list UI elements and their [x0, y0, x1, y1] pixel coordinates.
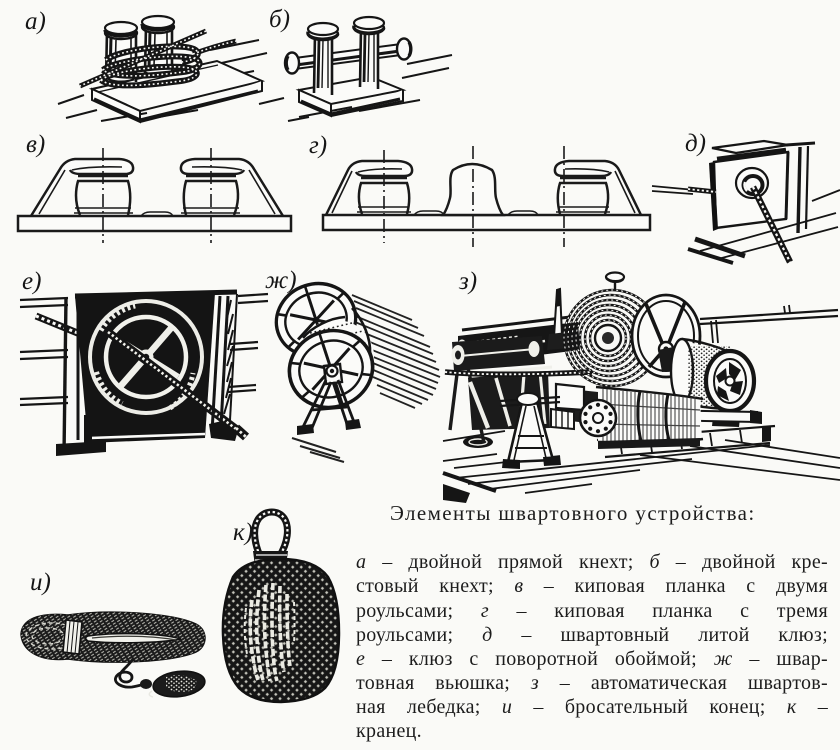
svg-text:а): а) [25, 8, 46, 35]
svg-text:к): к) [233, 519, 253, 546]
svg-text:е): е) [22, 268, 41, 295]
svg-text:и): и) [30, 569, 51, 596]
svg-text:б): б) [269, 6, 290, 33]
svg-text:з): з) [458, 268, 477, 295]
svg-text:ж): ж) [265, 267, 297, 294]
svg-text:г): г) [309, 132, 327, 159]
svg-text:д): д) [685, 130, 706, 157]
svg-text:в): в) [26, 131, 45, 158]
